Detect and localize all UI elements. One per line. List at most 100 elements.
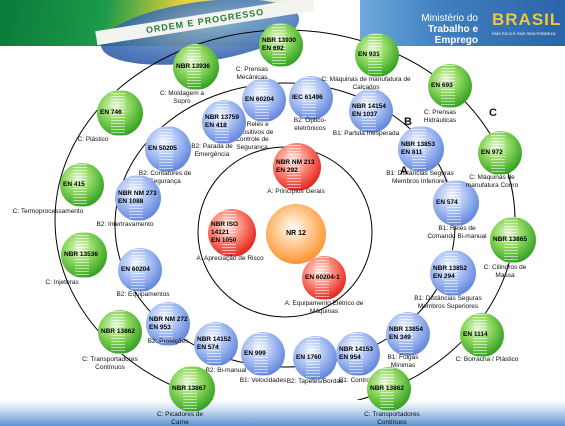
standard-code-line: NBR 13854 (389, 326, 423, 333)
node-hatch (302, 76, 317, 120)
standard-node-en1760: EN 1760 (293, 336, 337, 380)
standard-code-line: NBR NM 273 (118, 190, 157, 197)
standard-code-line: EN 1037 (352, 111, 378, 118)
standard-code-line: EN 60204-1 (305, 274, 340, 281)
standard-code: EN 60204 (242, 78, 286, 122)
standard-node-nr12: NR 12 (266, 204, 326, 264)
standard-code: EN 693 (428, 64, 472, 108)
standard-label-en746: C: Plástico (77, 136, 109, 143)
standard-node-nbr13536: NBR 13536 (61, 232, 107, 278)
node-hatch (159, 302, 174, 346)
standard-label-en60204b2: B2: Equipamentos (116, 291, 170, 298)
standard-node-iec61496: IEC 61496 (289, 76, 333, 120)
standard-label-nbrnm272: B2: Proteções (147, 338, 189, 345)
node-hatch (446, 180, 461, 226)
standard-label-nbr13852: B1: Distâncias Seguras Membros Superiore… (414, 295, 482, 310)
standard-code-line: NBR 13536 (64, 251, 98, 258)
node-hatch (186, 44, 201, 90)
standard-node-en693: EN 693 (428, 64, 472, 108)
ring-letter-a: A (400, 165, 408, 177)
standard-label-en1760: B2: Tapetes/Bordas (286, 378, 344, 385)
standard-code-line: NBR NM 213 (276, 159, 315, 166)
standard-code-line: NBR 13862 (101, 328, 135, 335)
standard-node-en415: EN 415 (60, 163, 104, 207)
standard-label-en1114: C: Borracha / Plástico (455, 356, 519, 363)
standard-code: NR 12 (266, 204, 326, 264)
standard-node-nbr13862a: NBR 13862 (98, 310, 142, 354)
standard-label-en60204b1: B1: Relés e dispositivos de Controle de … (230, 121, 274, 151)
node-hatch (111, 310, 126, 354)
standard-node-en50205: EN 50205 (145, 126, 191, 172)
standard-code: NBR 13936 (173, 44, 219, 90)
ministry-header (360, 0, 565, 46)
node-hatch (441, 64, 456, 108)
standard-code: NBR 13862 (367, 367, 411, 411)
node-hatch (255, 78, 270, 122)
standard-code-line: NBR ISO (211, 221, 239, 228)
standard-label-iec61496: B2: Óptico-eletrônicos (293, 117, 327, 132)
standard-code-line: IEC 61496 (292, 94, 323, 101)
standard-code-line: NBR 13865 (493, 236, 527, 243)
standard-code-line: 14121 (211, 229, 230, 236)
standard-code-line: EN 415 (63, 181, 85, 188)
standard-node-en1114: EN 1114 (460, 313, 504, 357)
ministry-line-1: Ministério do (421, 13, 478, 24)
standard-label-nbr13867: C: Picadores de Carne (156, 411, 204, 426)
standard-code-line: EN 811 (401, 149, 423, 156)
node-hatch (131, 248, 146, 292)
node-hatch (158, 126, 173, 172)
standard-code-line: NBR 14152 (197, 336, 231, 343)
ring-letter-b: B (404, 116, 412, 128)
standard-node-nbr13865: NBR 13865 (490, 217, 536, 263)
node-hatch (110, 90, 125, 136)
node-hatch (411, 126, 426, 172)
standard-code-line: NBR 13759 (205, 114, 239, 121)
standard-code: EN 574 (433, 180, 479, 226)
standard-node-en972: EN 972 (478, 131, 522, 175)
standard-label-en931: C: Máquinas de manufatura de Calçados (321, 76, 411, 91)
standard-label-nbr14154: B1: Partida Inesperada (332, 130, 400, 137)
standard-label-en415: C: Termoprocessamento (12, 208, 84, 215)
standard-code-line: NBR 13852 (433, 265, 467, 272)
standard-code-line: NBR 13853 (401, 141, 435, 148)
standard-code: NBR 13536 (61, 232, 107, 278)
standard-code: EN 60204 (118, 248, 162, 292)
standard-label-en693: C: Prensas Hidráulicas (423, 109, 457, 124)
standard-code-line: EN 292 (276, 167, 298, 174)
standard-code-line: NBR NM 272 (149, 316, 188, 323)
standard-code-line: NBR 13930 (262, 37, 296, 44)
standard-code-line: EN 954 (339, 354, 361, 361)
standard-code: EN 746 (97, 90, 143, 136)
node-hatch (315, 256, 330, 300)
node-hatch (443, 250, 458, 296)
standard-code: NBR 13867 (169, 366, 215, 412)
standard-code-line: EN 693 (431, 82, 453, 89)
standard-node-nbr13867: NBR 13867 (169, 366, 215, 412)
standard-code-line: EN 50205 (148, 145, 177, 152)
standard-code-line: EN 972 (481, 149, 503, 156)
node-hatch (287, 143, 302, 191)
standard-code-line: EN 574 (436, 199, 458, 206)
standard-node-en999: EN 999 (241, 332, 285, 376)
standard-code: EN 50205 (145, 126, 191, 172)
node-hatch (306, 336, 321, 380)
ring-letter-c: C (489, 107, 497, 119)
standard-code-line: NBR 14154 (352, 103, 386, 110)
standard-code-line: NR 12 (286, 230, 306, 237)
node-hatch (207, 322, 222, 366)
node-hatch (362, 89, 377, 133)
